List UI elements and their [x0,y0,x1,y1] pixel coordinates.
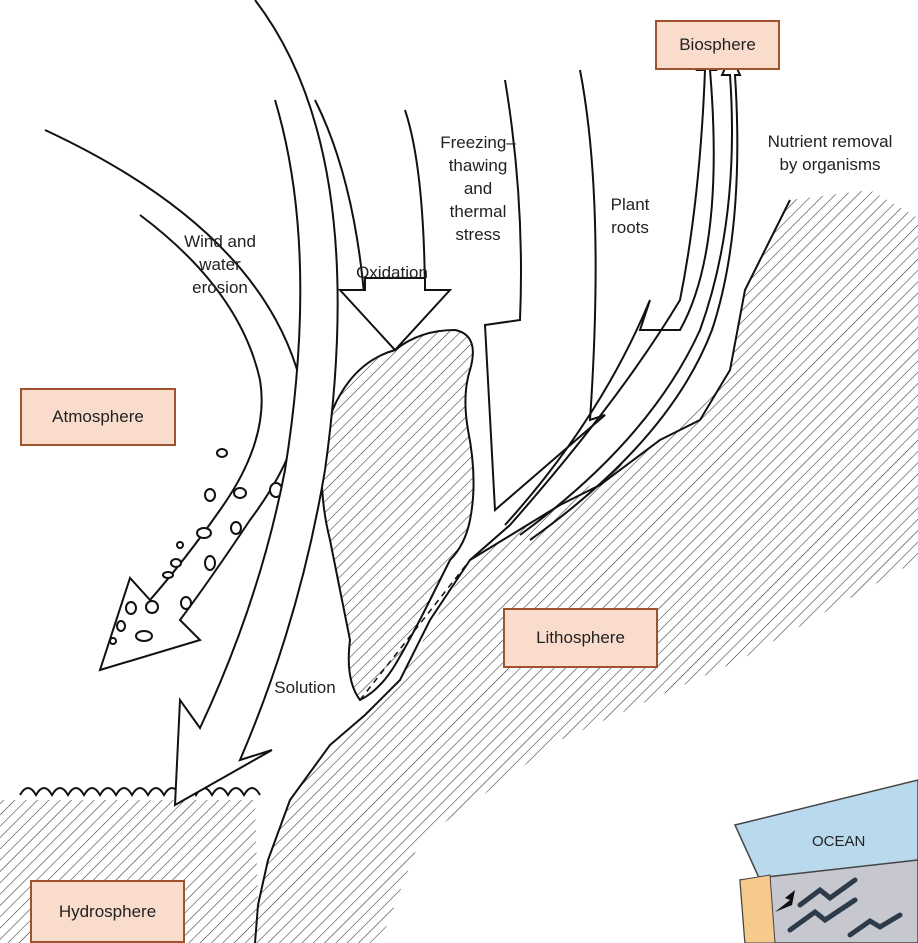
label-line: Nutrient removal [768,132,893,151]
label-line: by organisms [779,155,880,174]
label-line: stress [455,225,500,244]
ocean-inset-side [740,875,775,943]
lithosphere-box: Lithosphere [503,608,658,668]
label-line: thermal [450,202,507,221]
biosphere-label: Biosphere [679,35,756,55]
label-line: water [198,255,241,274]
ocean-inset: OCEAN [735,780,918,943]
label-line: thawing [449,156,508,175]
label-line: erosion [192,278,248,297]
label-line: Plant [611,195,650,214]
water-surface-waves [20,788,260,795]
label-plant-roots: Plant roots [611,195,650,237]
atmosphere-box: Atmosphere [20,388,176,446]
label-line: roots [611,218,649,237]
label-oxidation: Oxidation [356,263,428,282]
hydrosphere-label: Hydrosphere [59,902,156,922]
label-solution: Solution [274,678,335,697]
hydrosphere-box: Hydrosphere [30,880,185,943]
label-line: Wind and [184,232,256,251]
atmosphere-label: Atmosphere [52,407,144,427]
biosphere-box: Biosphere [655,20,780,70]
label-nutrient-removal: Nutrient removal by organisms [768,132,893,174]
ocean-inset-label: OCEAN [812,833,865,850]
label-line: and [464,179,492,198]
label-line: Freezing– [440,133,516,152]
label-freezing-thawing: Freezing– thawing and thermal stress [440,133,516,244]
lithosphere-label: Lithosphere [536,628,625,648]
